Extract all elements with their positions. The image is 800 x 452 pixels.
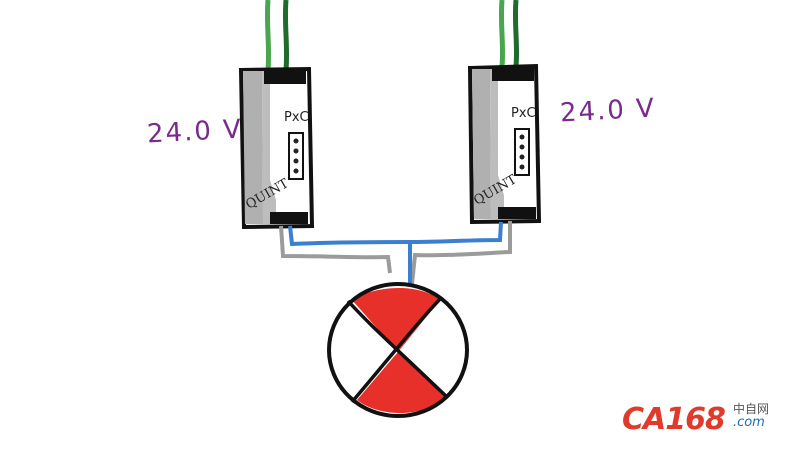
psu-right [467,63,542,225]
indicator-leds-right [519,134,525,170]
watermark-main: CA168 [622,402,726,437]
watermark-side: 中自网 .com [733,402,769,430]
output-wires [279,221,512,285]
voltage-label-left: 24.0 V [146,114,244,150]
watermark-cn: 中自网 [732,402,769,416]
psu-left [238,66,315,230]
watermark-logo: CA168 中自网 .com [622,402,769,437]
watermark-com: .com [732,415,765,430]
lamp-indicator [327,282,469,418]
input-wires-left [264,0,290,71]
pxc-label-right: PxC [511,106,536,121]
input-wires-right [498,0,520,67]
indicator-leds-left [293,138,299,174]
voltage-label-right: 24.0 V [559,93,657,129]
pxc-label-left: PxC [284,110,309,125]
